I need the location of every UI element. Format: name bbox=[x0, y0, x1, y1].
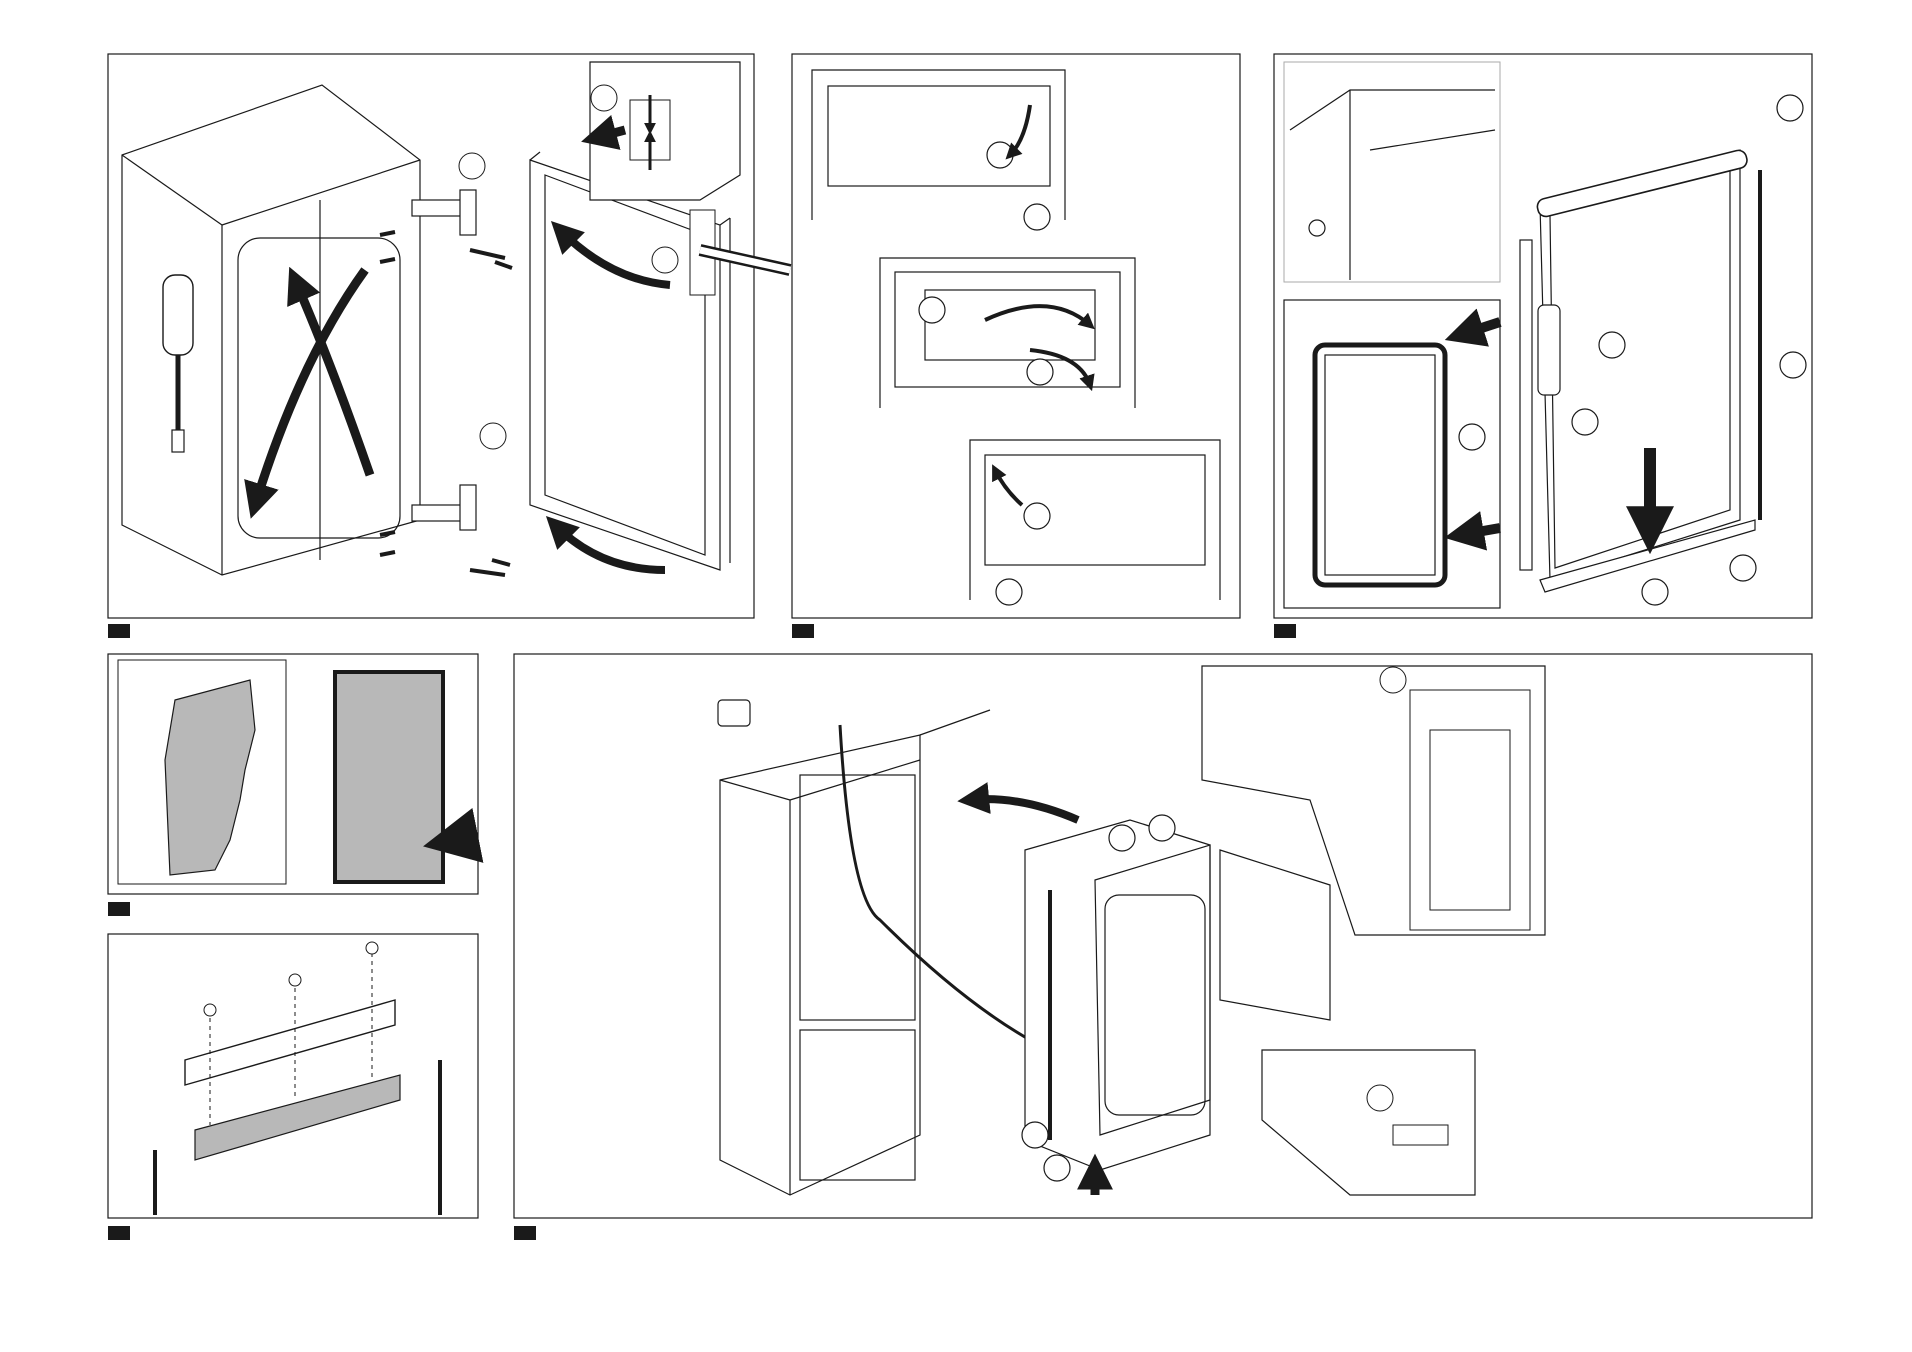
figure-number-tab bbox=[108, 624, 130, 638]
panel-fig-2 bbox=[792, 54, 1240, 638]
insert-arrow bbox=[970, 799, 1078, 820]
push-arrow bbox=[445, 838, 465, 842]
figure-number-tab bbox=[792, 624, 814, 638]
panel-fig-3 bbox=[1274, 54, 1812, 638]
full-door-assembly bbox=[1520, 95, 1806, 605]
panel-frame bbox=[792, 54, 1240, 618]
figure-number-tab bbox=[108, 1226, 130, 1240]
top-trim-strip bbox=[185, 1000, 395, 1085]
door-mid-view bbox=[880, 258, 1135, 408]
kitchen-tall-unit bbox=[718, 700, 990, 1195]
move-arrow bbox=[995, 470, 1022, 505]
callout-circle bbox=[652, 247, 678, 273]
upper-hinge bbox=[412, 190, 476, 235]
figure-number-tab bbox=[108, 902, 130, 916]
callout-circle bbox=[459, 153, 485, 179]
panel-fig-6 bbox=[514, 654, 1812, 1240]
panel-fig-4 bbox=[108, 654, 478, 916]
move-arrow bbox=[985, 306, 1090, 325]
move-arrow bbox=[1010, 105, 1030, 155]
door-bottom-view bbox=[970, 440, 1220, 605]
panel-fig-1 bbox=[108, 54, 790, 638]
figure-number-tab bbox=[1274, 624, 1296, 638]
callout-circle bbox=[480, 423, 506, 449]
door-top-view bbox=[812, 70, 1065, 230]
door-edge-shaded bbox=[195, 1075, 400, 1160]
panel-fig-5 bbox=[108, 934, 478, 1240]
decor-panel bbox=[335, 672, 443, 882]
corner-detail-inset bbox=[1284, 62, 1500, 282]
lower-hinge bbox=[412, 485, 476, 530]
cover-cap-inset bbox=[1262, 1050, 1475, 1195]
figure-number-tab bbox=[514, 1226, 536, 1240]
push-arrow bbox=[1460, 528, 1500, 535]
